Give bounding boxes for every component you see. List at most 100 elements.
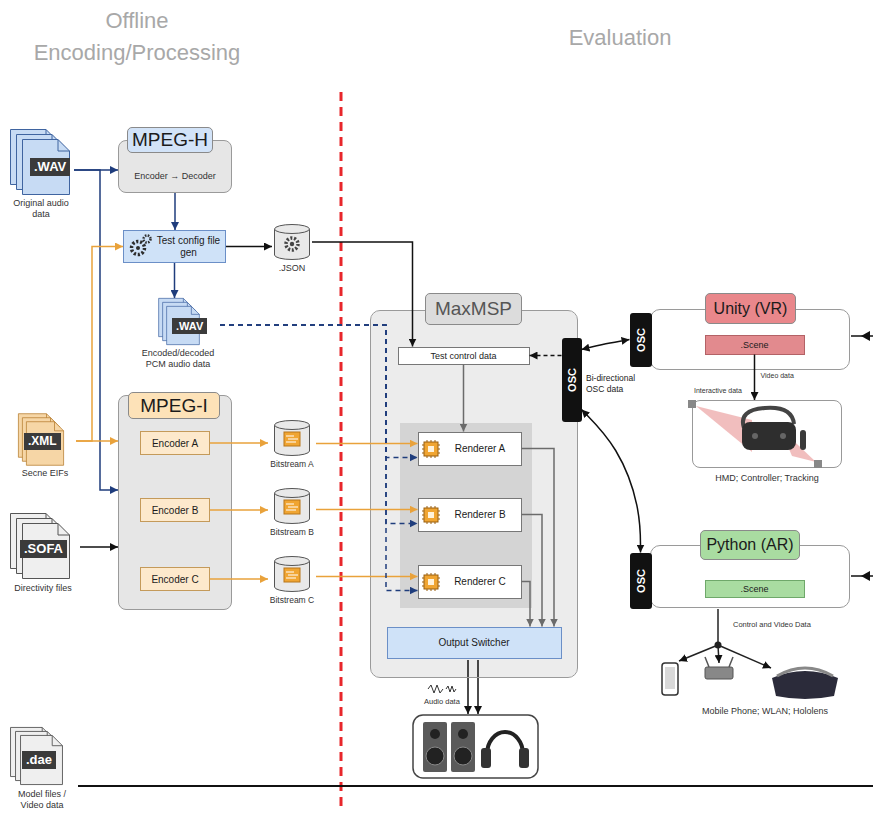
bitstream-database — [275, 421, 310, 456]
bitstream-node: Bitstream B — [268, 488, 316, 540]
chip-body — [424, 575, 438, 589]
title-tag: MPEG-I — [128, 392, 220, 419]
headphone-band — [487, 732, 523, 754]
box-label: Output Switcher — [388, 628, 561, 658]
chip-core — [428, 446, 434, 452]
connector — [76, 247, 123, 442]
speaker-woofer — [454, 747, 472, 765]
caption-text: Bitstream C — [262, 595, 322, 606]
encoder-box: Encoder B — [140, 498, 210, 522]
encoder-box: Encoder A — [140, 431, 210, 455]
waveform-icon — [428, 685, 456, 693]
database-cylinder — [275, 557, 310, 592]
osc-label: OSC — [635, 328, 647, 352]
file-page — [23, 140, 70, 195]
connector — [80, 546, 118, 548]
output-device-box — [413, 715, 538, 778]
bitstream-node: Bitstream C — [268, 556, 316, 608]
speaker — [423, 722, 447, 772]
connector — [174, 193, 176, 230]
caption-text: Bitstream B — [262, 527, 322, 538]
file-tag: .WAV — [30, 158, 70, 176]
gear-hub — [290, 242, 294, 246]
renderer-box: Renderer B — [418, 498, 522, 532]
connector — [226, 246, 272, 248]
connector — [316, 443, 418, 445]
bitstream-database — [275, 557, 310, 592]
speaker — [451, 722, 475, 772]
hmd-illustration — [688, 400, 822, 468]
hololens-visor — [772, 671, 838, 699]
scene-box: .Scene — [705, 335, 805, 355]
connector — [530, 355, 562, 357]
chip-body — [424, 442, 438, 456]
speaker-woofer — [426, 747, 444, 765]
connector — [220, 325, 418, 591]
connector — [754, 355, 756, 401]
router-icon — [705, 667, 733, 679]
chip-icon — [422, 506, 440, 524]
box-label: Renderer B — [419, 499, 521, 531]
renderer-panel — [400, 423, 532, 608]
hmd-strap — [743, 408, 794, 428]
device-arrow — [718, 645, 771, 668]
osc-port: OSC — [630, 313, 652, 367]
file-page — [16, 731, 58, 780]
chip-pins — [422, 506, 440, 524]
connector — [582, 410, 641, 553]
file-stack — [11, 514, 70, 579]
bits-lines — [286, 572, 298, 578]
device-arrow — [718, 645, 719, 663]
file-icon: .WAVEncoded/decoded PCM audio data — [136, 298, 220, 370]
external-arrow — [861, 331, 870, 341]
title-tag: Python (AR) — [700, 530, 800, 560]
annotation: Interactive data — [694, 386, 742, 395]
file-tag: .dae — [22, 751, 56, 769]
connector — [463, 365, 465, 432]
hmd-body — [742, 422, 796, 450]
hmd-sensor — [752, 433, 758, 439]
file-tag: .WAV — [172, 318, 207, 334]
chip-core — [428, 579, 434, 585]
renderer-box: Renderer C — [418, 565, 522, 599]
device-caption: Mobile Phone; WLAN; Hololens — [680, 706, 850, 717]
hololens-band — [777, 668, 833, 676]
bits-lines — [286, 436, 298, 442]
connector — [220, 325, 418, 524]
tracking-beam — [780, 428, 816, 462]
database-node: .JSON — [272, 224, 312, 276]
database-cylinder — [275, 421, 310, 456]
base-station — [814, 460, 822, 468]
connector — [174, 263, 176, 298]
renderer-box: Renderer A — [418, 432, 522, 466]
caption-text: Original audio data — [13, 198, 69, 220]
headphone-cup — [481, 748, 491, 768]
connector — [582, 340, 630, 350]
switch-box: Output Switcher — [387, 627, 562, 659]
box-label: Encoder C — [141, 568, 209, 590]
codec-box: MPEG-HEncoder → Decoder — [118, 140, 232, 193]
box-label: Encoder B — [141, 499, 209, 521]
bits-icon — [284, 432, 300, 446]
connector — [210, 509, 268, 511]
gear-hub — [136, 246, 140, 250]
gear-icon — [144, 236, 151, 243]
tracking-beam — [696, 406, 752, 452]
speaker-tweeter — [458, 729, 468, 739]
file-stack — [11, 130, 70, 195]
annotation: Bi-directional OSC data — [586, 373, 650, 395]
hmd-sensor — [780, 433, 786, 439]
connector — [522, 449, 555, 627]
box-label: Encoder A — [141, 432, 209, 454]
file-icon: .XMLSecne EIFs — [14, 413, 76, 481]
external-line — [851, 335, 873, 337]
speaker-tweeter — [430, 729, 440, 739]
section-heading: Evaluation — [540, 22, 700, 54]
box-label: Renderer C — [419, 566, 521, 598]
app-box: Python (AR)OSC.Scene — [650, 545, 850, 608]
connector — [76, 440, 118, 442]
chip-core — [428, 512, 434, 518]
audio-arrow — [477, 660, 479, 714]
bits-icon — [284, 568, 300, 582]
osc-port: OSC — [630, 553, 652, 609]
